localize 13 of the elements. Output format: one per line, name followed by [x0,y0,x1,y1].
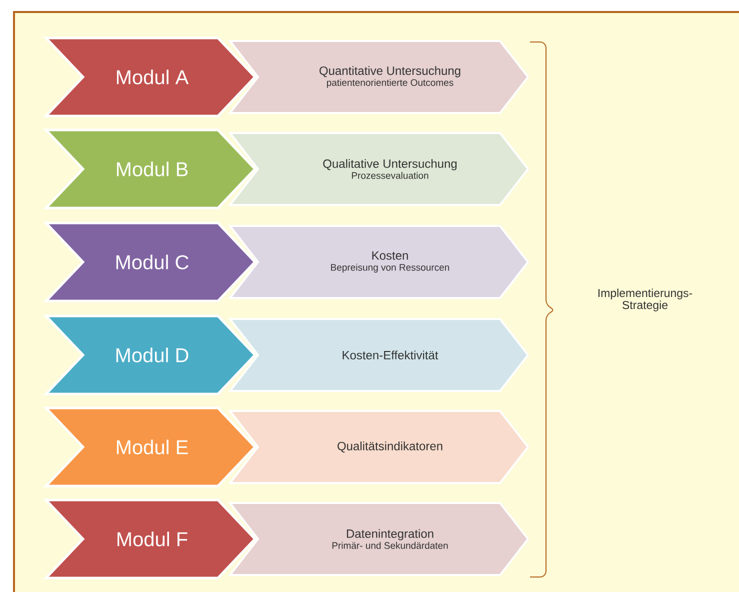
topic-box: Qualitätsindikatoren [228,410,530,484]
topic-box: Kosten-Effektivität [228,318,530,392]
topic-box: Kosten Bepreisung von Ressourcen [228,225,530,299]
topic-box: Qualitative Untersuchung Prozessevaluation [228,132,530,206]
module-box: Modul F [43,498,257,580]
strategy-label: Implementierungs- Strategie [598,288,692,312]
module-box: Modul B [43,128,257,210]
module-box: Modul C [43,222,257,302]
topic-box: Datenintegration Primär- und Sekundärdaten [228,502,530,576]
topic-box: Quantitative Untersuchung patientenorientierte Outcomes [228,40,530,114]
module-box: Modul E [43,406,257,488]
module-box: Modul D [43,314,257,396]
module-box: Modul A [43,36,257,118]
